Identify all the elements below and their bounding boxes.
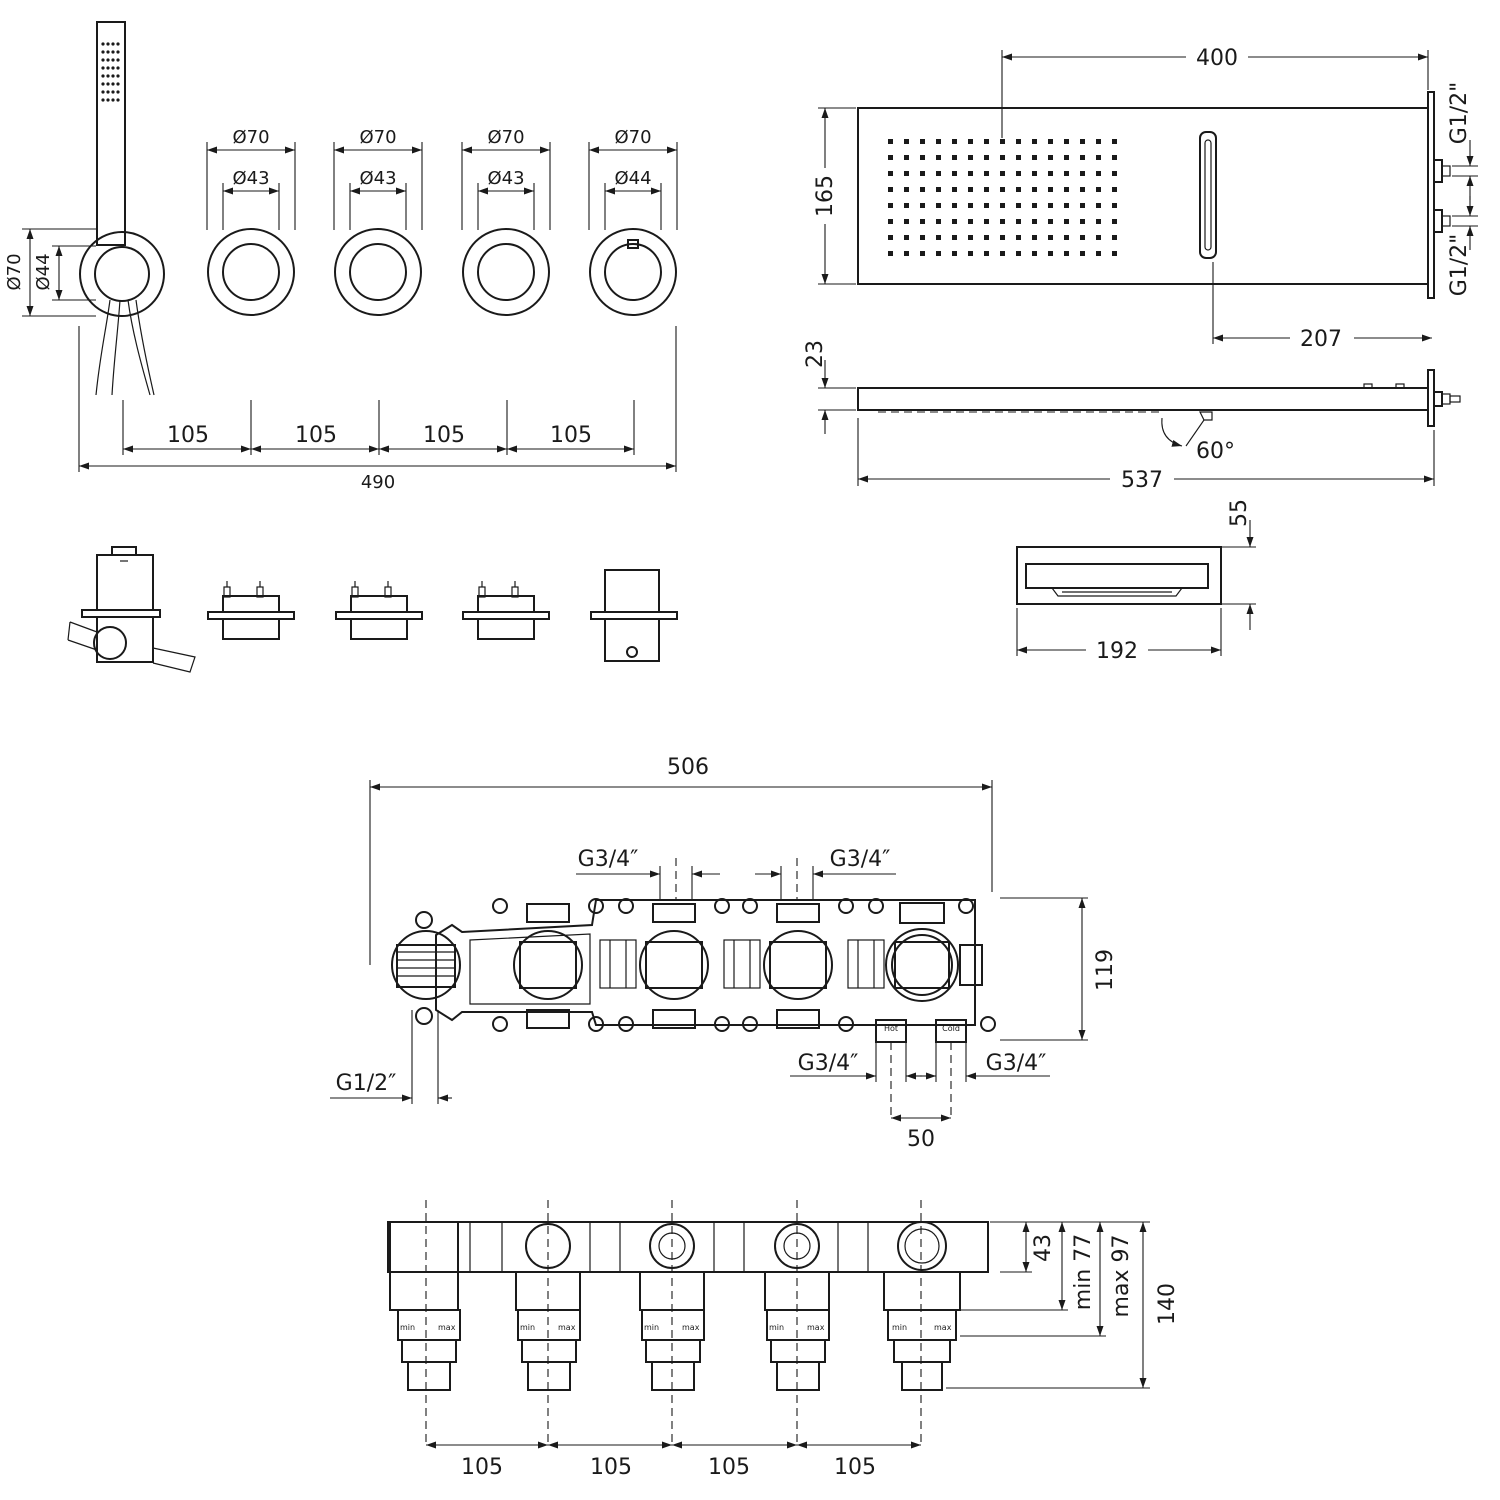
body-mounting-lugs — [415, 911, 433, 1025]
min-label-2: min — [520, 1323, 535, 1332]
dim-trim-4-outer: Ø70 — [614, 127, 651, 148]
side-cartridge-1 — [397, 1309, 461, 1391]
dim-depth-total: 140 — [1155, 1283, 1180, 1325]
body-cartridge-2 — [618, 898, 730, 1032]
dim-side-spacing-2: 105 — [590, 1455, 632, 1480]
trim-plate-2 — [334, 228, 422, 316]
dim-overall-length: 537 — [1121, 468, 1163, 493]
min-label-3: min — [644, 1323, 659, 1332]
dim-spacing-2: 105 — [295, 423, 337, 448]
body-cartridge-3 — [742, 898, 854, 1032]
trim-plate-3 — [462, 228, 550, 316]
side-cartridge-3 — [639, 1223, 705, 1391]
dim-trim-1-outer: Ø70 — [232, 127, 269, 148]
front-view-trims: Ø70 Ø43 Ø70 Ø43 Ø70 Ø43 Ø70 Ø44 Ø70 Ø44 — [4, 21, 678, 493]
side-valve-1 — [207, 581, 295, 640]
concealed-body-side: 105 105 105 105 43 min 77 max 97 140 — [387, 1200, 1180, 1480]
holder-diameter-dimensions: Ø70 Ø44 — [4, 228, 96, 317]
dim-depth-min: min 77 — [1071, 1234, 1096, 1310]
side-view-trims — [67, 546, 678, 673]
cold-inlet-label: Cold — [942, 1024, 960, 1033]
dim-inlet-left: G3/4″ — [578, 847, 639, 872]
dim-inlet-right: G3/4″ — [830, 847, 891, 872]
hot-inlet-label: Hot — [884, 1024, 898, 1033]
cartridge-min-max-labels: min max min max min max min max min max — [400, 1323, 952, 1332]
max-label-5: max — [934, 1323, 952, 1332]
diameter-dimensions: Ø70 Ø43 Ø70 Ø43 Ø70 Ø43 Ø70 Ø44 — [206, 127, 678, 230]
dim-inlet-spacing: 50 — [907, 1127, 935, 1152]
max-label-4: max — [807, 1323, 825, 1332]
nozzle-matrix — [888, 139, 1117, 256]
dim-side-spacing-3: 105 — [708, 1455, 750, 1480]
side-thermostat — [590, 569, 678, 662]
side-hand-shower-outlet — [67, 546, 196, 673]
dim-inlet-top: G1/2" — [1447, 82, 1472, 145]
dim-hot-inlet: G3/4″ — [798, 1051, 859, 1076]
dim-trim-2-inner: Ø43 — [359, 168, 396, 189]
dim-trim-1-inner: Ø43 — [232, 168, 269, 189]
nozzle-grid — [101, 42, 120, 102]
dim-spacing-3: 105 — [423, 423, 465, 448]
max-label-3: max — [682, 1323, 700, 1332]
body-diverter-links — [599, 939, 885, 989]
dim-trim-3-outer: Ø70 — [487, 127, 524, 148]
dim-depth-43: 43 — [1031, 1234, 1056, 1262]
dim-spacing-4: 105 — [550, 423, 592, 448]
side-thermostatic-cartridge — [883, 1221, 961, 1391]
dim-side-spacing-1: 105 — [461, 1455, 503, 1480]
body-port-outlet — [391, 930, 461, 1000]
waterfall-outlet: 55 192 — [1016, 499, 1256, 664]
outlet-inlet-bottom — [1433, 209, 1451, 233]
shower-head-side-view: 60° 23 537 — [803, 340, 1461, 493]
dim-spray-angle: 60° — [1196, 439, 1235, 464]
dim-head-thickness: 23 — [803, 340, 828, 368]
concealed-body-front: Hot Cold 506 G3/4″ G3/4″ 119 — [330, 755, 1118, 1152]
dim-waterfall-offset: 207 — [1300, 327, 1342, 352]
body-thermostatic-cartridge — [868, 898, 996, 1032]
shower-head-top-view: 400 165 207 G1/2" G1/2" — [810, 38, 1478, 352]
min-label-4: min — [769, 1323, 784, 1332]
hand-shower — [79, 21, 165, 396]
dim-body-height: 119 — [1093, 949, 1118, 991]
min-label-5: min — [892, 1323, 907, 1332]
dim-trim-3-inner: Ø43 — [487, 168, 524, 189]
trim-plate-thermostat — [589, 228, 677, 316]
hot-cold-inlets: Hot Cold — [875, 1019, 967, 1043]
dim-total-width: 490 — [361, 472, 395, 493]
dim-holder-inner: Ø44 — [33, 253, 54, 290]
side-valve-3 — [462, 581, 550, 640]
dim-cold-inlet: G3/4″ — [986, 1051, 1047, 1076]
dim-holder-outer: Ø70 — [4, 253, 25, 290]
dim-side-spacing-4: 105 — [834, 1455, 876, 1480]
dim-depth-max: max 97 — [1109, 1235, 1134, 1318]
dim-trim-2-outer: Ø70 — [359, 127, 396, 148]
max-label-1: max — [438, 1323, 456, 1332]
max-label-2: max — [558, 1323, 576, 1332]
trim-plate-1 — [207, 228, 295, 316]
dim-body-width: 506 — [667, 755, 709, 780]
dim-head-length: 400 — [1196, 46, 1238, 71]
dim-spacing-1: 105 — [167, 423, 209, 448]
dim-waterfall-depth: 55 — [1227, 499, 1252, 527]
dim-trim-4-inner: Ø44 — [614, 168, 651, 189]
dim-head-height: 165 — [813, 175, 838, 217]
body-cartridge-1 — [492, 898, 604, 1032]
dim-body-outlet: G1/2″ — [336, 1071, 397, 1096]
side-valve-2 — [335, 581, 423, 640]
min-label-1: min — [400, 1323, 415, 1332]
dim-inlet-bottom: G1/2" — [1447, 234, 1472, 297]
dim-waterfall-width: 192 — [1096, 639, 1138, 664]
spacing-dimensions: 105 105 105 105 490 — [78, 326, 677, 493]
outlet-inlet-top — [1433, 159, 1451, 183]
